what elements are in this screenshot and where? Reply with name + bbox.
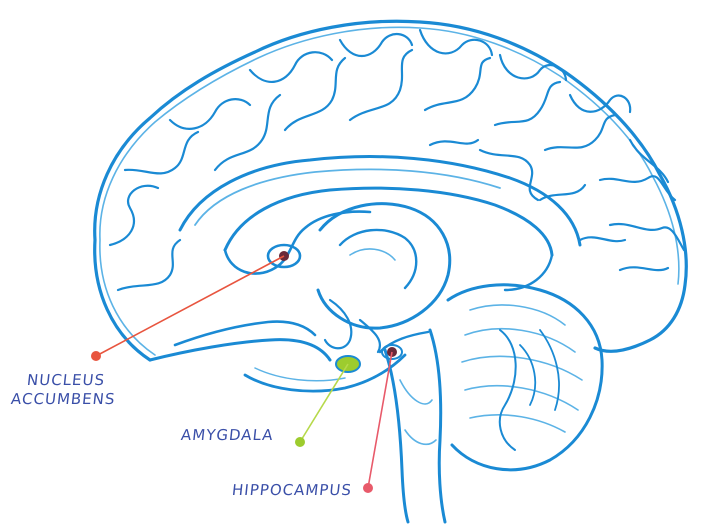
amygdala-region [295, 356, 360, 447]
nucleus-accumbens-label-line1: NUCLEUS [26, 371, 118, 390]
temporal-lobe [150, 322, 405, 392]
cerebellum [448, 285, 602, 470]
amygdala-marker-icon [295, 437, 305, 447]
nucleus-accumbens-region [91, 245, 300, 361]
hippocampus-region [363, 345, 402, 493]
corpus-callosum [180, 157, 580, 290]
nucleus-accumbens-label-line2: ACCUMBENS [10, 390, 116, 409]
cortex-folds [110, 30, 684, 290]
nucleus-accumbens-label: NUCLEUS ACCUMBENS [24, 371, 118, 409]
amygdala-label: AMYGDALA [180, 426, 274, 445]
hippocampus-label: HIPPOCAMPUS [231, 481, 353, 500]
hippocampus-marker-icon [363, 483, 373, 493]
nucleus-accumbens-marker-icon [91, 351, 101, 361]
